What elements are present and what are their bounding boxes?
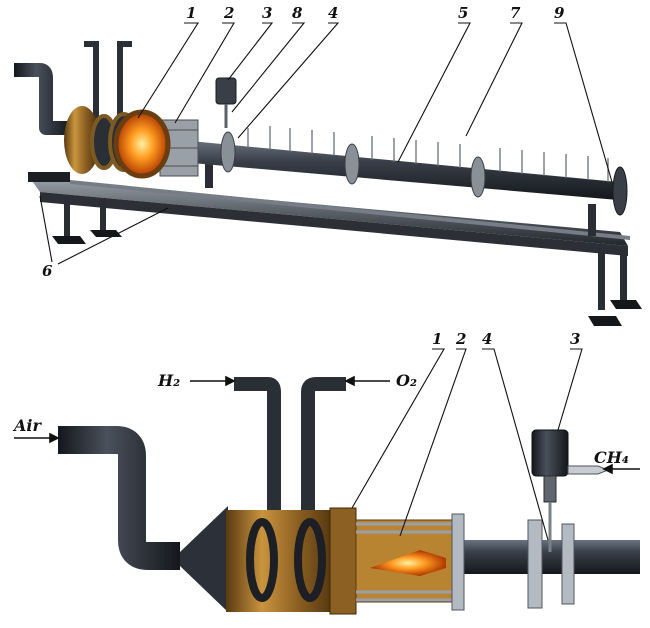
methane-label: CH₄	[594, 448, 629, 467]
air-inlet-pipe	[14, 63, 70, 135]
mixing-chamber	[226, 510, 346, 612]
hydrogen-label: H₂	[158, 371, 181, 390]
burner-flange	[329, 507, 357, 615]
tube-flanges	[220, 131, 486, 198]
gas-tube-a	[84, 41, 99, 120]
air-duct	[58, 426, 180, 570]
callout-label-4-bottom: 4	[482, 330, 493, 348]
callout-label-2-top: 2	[224, 4, 235, 22]
tie-rods	[356, 522, 460, 602]
bottom-leader-lines	[351, 348, 583, 541]
injector-flange	[527, 519, 543, 609]
callout-label-1-top: 1	[186, 4, 197, 22]
callout-label-1-bottom: 1	[432, 330, 443, 348]
flame-cone	[370, 550, 446, 576]
burner-flame	[116, 112, 168, 176]
exit-flange	[451, 513, 465, 611]
top-leader-lines	[39, 22, 613, 265]
inlet-cone	[180, 506, 228, 612]
tube-rings	[246, 518, 326, 602]
end-flange	[612, 166, 628, 216]
callout-label-9-top: 9	[554, 4, 565, 22]
thermocouple-pins	[247, 126, 609, 182]
callout-label-2-bottom: 2	[456, 330, 467, 348]
top-view	[14, 41, 642, 326]
callout-label-4-top: 4	[328, 4, 339, 22]
methane-injector-top	[215, 77, 237, 128]
callout-label-7-top: 7	[510, 4, 521, 22]
burner-assembly	[64, 106, 199, 179]
reactor-tube	[180, 140, 618, 200]
callout-label-3-top: 3	[262, 4, 273, 22]
callout-label-6-top: 6	[42, 262, 53, 280]
methane-injector	[531, 429, 610, 552]
bottom-view	[58, 377, 640, 615]
hydrogen-tube	[234, 377, 281, 560]
air-label: Air	[14, 416, 41, 435]
support-frame	[28, 164, 642, 326]
gas-tube-b	[117, 41, 132, 120]
gas-arrows	[14, 375, 640, 475]
callout-label-5-top: 5	[458, 4, 469, 22]
callout-label-8-top: 8	[292, 4, 303, 22]
callout-label-3-bottom: 3	[570, 330, 581, 348]
oxygen-label: O₂	[396, 371, 417, 390]
oxygen-tube	[301, 377, 346, 560]
